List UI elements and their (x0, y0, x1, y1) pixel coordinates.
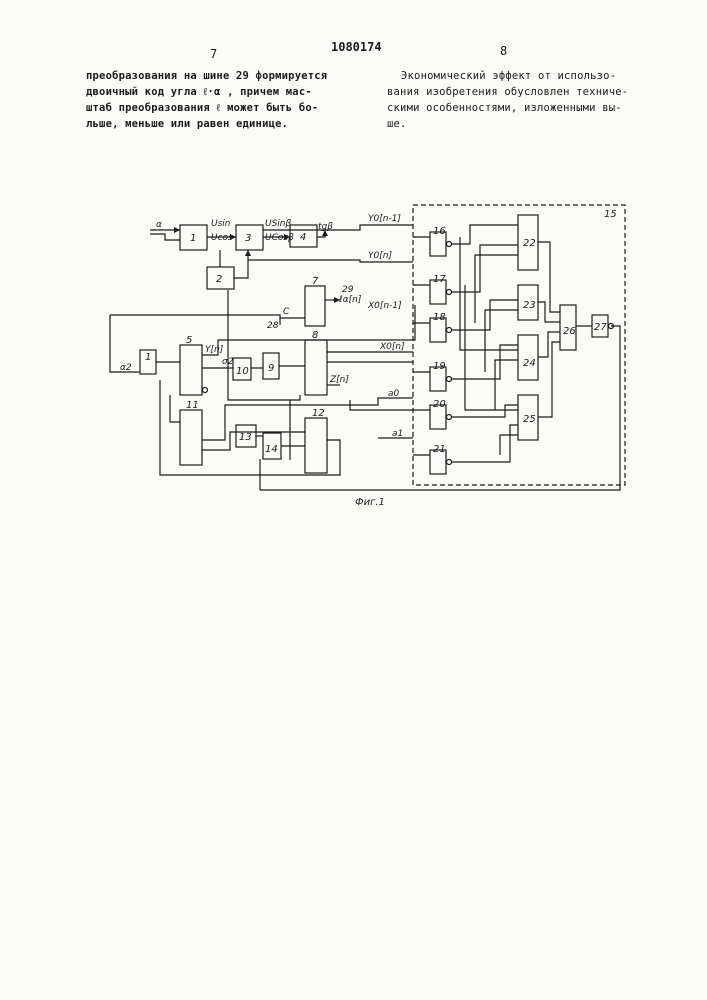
label-alpha-2: α2 (120, 363, 132, 373)
label-x0-n1: X0[n-1] (367, 301, 402, 311)
label-block-13: 13 (239, 432, 252, 443)
label-block-16: 16 (433, 226, 446, 237)
label-block-8: 8 (312, 330, 318, 341)
figure-caption: Фиг.1 (355, 497, 385, 508)
label-a1: a1 (392, 429, 403, 439)
block-8 (305, 340, 327, 395)
block-7 (305, 286, 325, 326)
label-a0: a0 (388, 389, 400, 399)
label-block-14: 14 (265, 444, 278, 455)
label-block-24: 24 (523, 358, 536, 369)
label-block-11: 11 (186, 400, 199, 411)
label-bus-28: 28 (267, 321, 279, 331)
label-block-4: 4 (300, 232, 306, 243)
label-block-6-gate: 1 (145, 352, 151, 363)
label-bus-29: 29 (342, 285, 354, 295)
label-block-1: 1 (190, 233, 196, 244)
label-block-23: 23 (523, 300, 536, 311)
label-block-21: 21 (433, 444, 446, 455)
label-la-n: ℓα[n] (338, 295, 362, 305)
label-x0-n: X0[n] (379, 342, 405, 352)
label-block-15: 15 (604, 209, 617, 220)
block-15-frame (413, 205, 625, 485)
label-alpha-in: α (156, 220, 162, 230)
label-block-7: 7 (312, 276, 319, 287)
block-12 (305, 418, 327, 473)
label-block-18: 18 (433, 312, 446, 323)
label-block-2: 2 (216, 274, 222, 285)
label-c: C (283, 307, 290, 317)
label-u-cos: Ucos (211, 233, 233, 243)
label-block-19: 19 (433, 361, 446, 372)
block-5 (180, 345, 202, 395)
label-block-27: 27 (594, 322, 607, 333)
label-block-26: 26 (563, 326, 576, 337)
label-u-cos-b: UCosβ (265, 233, 294, 243)
label-block-9: 9 (268, 363, 274, 374)
label-block-12: 12 (312, 408, 325, 419)
label-y-n: Y[n] (205, 345, 224, 355)
label-block-20: 20 (433, 399, 446, 410)
label-z-n: Z[n] (329, 375, 349, 385)
label-y0-n: Y0[n] (368, 251, 392, 261)
label-block-3: 3 (245, 233, 251, 244)
label-u-sin: Usin (211, 219, 231, 229)
label-block-17: 17 (433, 274, 446, 285)
label-block-10: 10 (236, 366, 249, 377)
block-11 (180, 410, 202, 465)
label-sigma-2: σ2 (222, 357, 234, 367)
label-tg-b: tgβ (318, 222, 333, 232)
label-block-22: 22 (523, 238, 536, 249)
label-u-sin-b: USinβ (265, 219, 292, 229)
label-y0-n1: Y0[n-1] (368, 214, 401, 224)
label-block-5: 5 (186, 335, 192, 346)
label-block-25: 25 (523, 414, 536, 425)
